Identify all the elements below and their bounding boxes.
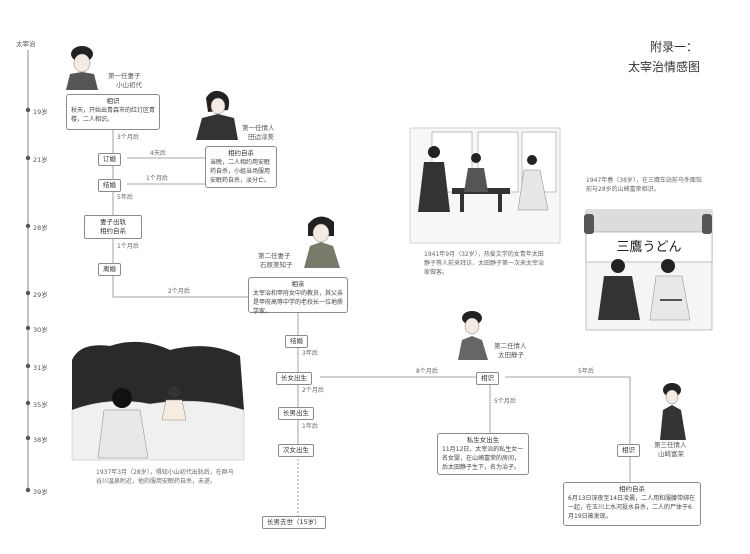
daughter-box: 私生女出生 11月12日，太宰治的私生女一名女婴，在山崎富荣的房间，后太田静子生… <box>437 433 529 475</box>
first-wife-name: 小山初代 <box>116 81 142 89</box>
box-text: 11月12日，太宰治的私生女一名女婴，在山崎富荣的房间，后太田静子生下，名为治子… <box>442 446 524 471</box>
udon-shop-illustration <box>584 209 713 331</box>
center-chain-lines <box>297 313 631 516</box>
age-label: 31岁 <box>33 364 48 372</box>
node-line: 妻子出轨 <box>100 218 126 226</box>
box-title: 相识 <box>106 97 120 105</box>
box-title: 私生女出生 <box>466 436 500 444</box>
duration-label: 3年后 <box>302 350 318 357</box>
caption-udon-shop: 1947年春（38岁），在三鹰车站前乌冬面馆前与28岁的山崎富荣相识。 <box>586 177 702 193</box>
timeline-dots <box>25 107 31 493</box>
node-meet-second-lover: 相识 <box>476 372 499 385</box>
age-label: 28岁 <box>33 224 48 232</box>
box-title: 相亲 <box>291 280 305 288</box>
first-lover-portrait <box>196 90 238 140</box>
second-lover-name: 太田静子 <box>498 351 524 359</box>
duration-label: 2个月后 <box>168 288 190 295</box>
caption-onsen: 1937年3月（28岁），得知小山初代出轨后，在群马谷川温泉附近，他的服用安眠药… <box>96 469 234 485</box>
duration-label: 2个月后 <box>302 387 324 394</box>
duration-label: 1个月后 <box>117 243 139 250</box>
node-line: 相约自杀 <box>100 227 126 235</box>
node-second-daughter: 次女出生 <box>278 444 314 457</box>
suicide-box-first-lover: 相约自杀 当晚，二人相约用安眠药自杀，小姐当场服用安眠药自杀，淡分亡。 <box>205 146 277 188</box>
node-meet-third-lover: 相识 <box>617 444 640 457</box>
timeline-label: 太宰治 <box>16 40 36 48</box>
node-eldest-son: 长男出生 <box>278 407 314 420</box>
second-lover-title: 第二任情人 <box>494 342 527 350</box>
title-line-2: 太宰治情感图 <box>628 60 701 74</box>
caption-second-lover-visit: 1941年9月（32岁），热爱文学的女青年太田静子等人前来拜访，太田静子第一次来… <box>424 251 545 276</box>
udon-shop-sign: 三鷹うどん <box>616 240 682 255</box>
node-married: 结婚 <box>98 179 121 192</box>
first-lover-title: 第一任情人 <box>242 124 275 132</box>
age-label: 35岁 <box>33 401 48 409</box>
second-lover-portrait <box>458 311 488 360</box>
node-eldest-daughter: 长女出生 <box>276 372 312 385</box>
first-lover-name: 田边淳美 <box>248 133 274 141</box>
age-label: 30岁 <box>33 326 48 334</box>
box-text: 秋天，开始出青森市的红灯区青楼，二人相识。 <box>71 107 156 123</box>
age-label: 29岁 <box>33 291 48 299</box>
age-label: 38岁 <box>33 436 48 444</box>
matchmaking-box: 相亲 太宰治和甲府女中的教员，其父亲是甲府高等中学的老校长一位地质学家。 <box>248 277 348 315</box>
age-label: 21岁 <box>33 156 48 164</box>
third-lover-portrait <box>660 383 686 440</box>
duration-label: 8个月后 <box>416 368 438 375</box>
duration-label: 1个月后 <box>146 175 168 182</box>
duration-label: 5年后 <box>117 194 133 201</box>
box-title: 相约自杀 <box>228 149 254 157</box>
age-label: 39岁 <box>33 488 48 496</box>
room-scene-illustration <box>409 127 561 244</box>
node-marry-second: 结婚 <box>285 335 308 348</box>
box-text: 6月13日深夜至14日凌晨，二人用和服腰带绑在一起，在玉川上水河投水自杀，二人的… <box>568 495 696 520</box>
node-wife-affair: 妻子出轨 相约自杀 <box>84 215 142 239</box>
second-wife-name: 石原美知子 <box>260 261 293 269</box>
duration-label: 3个月后 <box>117 134 139 141</box>
node-son-death: 长男去世（15岁） <box>262 516 326 529</box>
box-text: 太宰治和甲府女中的教员，其父亲是甲府高等中学的老校长一位地质学家。 <box>253 290 344 315</box>
third-lover-title: 第三任情人 <box>654 441 687 449</box>
duration-label: 5个月后 <box>494 398 516 405</box>
second-wife-title: 第二任妻子 <box>258 252 291 260</box>
meet-box-first-wife: 相识 秋天，开始出青森市的红灯区青楼，二人相识。 <box>66 94 160 130</box>
box-title: 相约自杀 <box>619 485 645 493</box>
suicide-box-third-lover: 相约自杀 6月13日深夜至14日凌晨，二人用和服腰带绑在一起，在玉川上水河投水自… <box>563 482 701 526</box>
node-engaged: 订婚 <box>98 153 121 166</box>
second-wife-portrait <box>304 216 340 268</box>
duration-label: 4天后 <box>150 150 166 157</box>
age-label: 19岁 <box>33 108 48 116</box>
node-divorce: 离婚 <box>98 263 121 276</box>
box-text: 当晚，二人相约用安眠药自杀，小姐当场服用安眠药自杀，淡分亡。 <box>210 159 271 184</box>
duration-label: 1年后 <box>302 423 318 430</box>
first-wife-title: 第一任妻子 <box>108 72 141 80</box>
duration-label: 5年后 <box>578 368 594 375</box>
first-wife-portrait <box>66 46 98 90</box>
third-lover-name: 山崎富荣 <box>658 450 684 458</box>
title-line-1: 附录一： <box>650 40 699 54</box>
onsen-illustration <box>71 341 245 461</box>
